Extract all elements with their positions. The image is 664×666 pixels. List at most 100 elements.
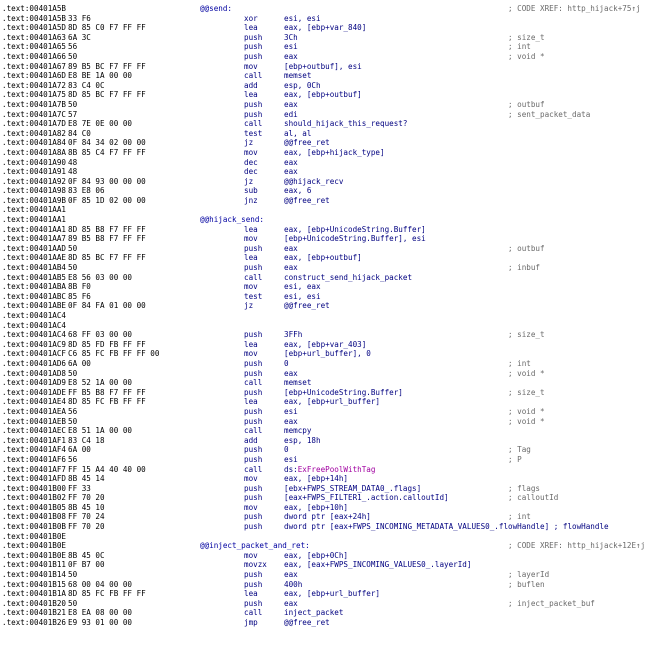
line-operands[interactable]: 3Ch [284, 32, 298, 42]
line-operands[interactable]: eax, [ebp+14h] [284, 474, 349, 484]
line-operands[interactable]: esi, esi [284, 13, 321, 23]
line-operands[interactable]: memset [284, 71, 312, 81]
line-operands[interactable]: memset [284, 378, 312, 388]
line-operands[interactable]: eax, [ebp+url_buffer] [284, 397, 381, 407]
line-operands[interactable]: eax, [eax+FWPS_INCOMING_VALUES0_.layerId… [284, 560, 472, 570]
line-operands[interactable]: @@hijack_recv [284, 176, 344, 186]
line-operands[interactable]: 400h [284, 579, 303, 589]
line-operands[interactable]: esi [284, 454, 298, 464]
line-operands[interactable]: eax [284, 263, 298, 273]
line-operands[interactable]: 0 [284, 445, 289, 455]
line-operands[interactable]: @@free_ret [284, 138, 330, 148]
line-operands[interactable]: eax, [ebp+var_403] [284, 339, 367, 349]
line-operands[interactable]: @@free_ret [284, 301, 330, 311]
line-operands[interactable]: eax [284, 368, 298, 378]
code-line[interactable]: .text:00401B0E@@inject_packet_and_ret:; … [0, 541, 664, 551]
line-operand-import[interactable]: ExFreePoolWithTag [297, 464, 376, 474]
line-operands[interactable]: [ebp+outbuf], esi [284, 61, 362, 71]
line-operands[interactable]: eax, 6 [284, 186, 312, 196]
line-operands[interactable]: eax, [ebp+outbuf] [284, 90, 362, 100]
line-operands[interactable]: eax [284, 416, 298, 426]
code-line[interactable]: .text:00401AC4 [0, 321, 664, 331]
line-operands[interactable]: eax [284, 243, 298, 253]
line-operands[interactable]: 0 [284, 358, 289, 368]
line-operands[interactable]: dword ptr [eax+FWPS_INCOMING_METADATA_VA… [284, 522, 609, 532]
line-operands[interactable]: eax [284, 51, 298, 61]
line-operands[interactable]: al, al [284, 128, 312, 138]
code-line[interactable]: .text:00401B0E [0, 532, 664, 542]
line-operands[interactable]: eax, [ebp+outbuf] [284, 253, 362, 263]
line-operands[interactable]: [ebp+UnicodeString.Buffer] [284, 387, 403, 397]
line-operands[interactable]: dword ptr [eax+24h] [284, 512, 371, 522]
line-operands[interactable]: esp, 0Ch [284, 80, 321, 90]
line-label[interactable]: @@hijack_send: [200, 215, 265, 225]
line-operands[interactable]: [eax+FWPS_FILTER1_.action.calloutId] [284, 493, 449, 503]
line-operands[interactable]: eax [284, 157, 298, 167]
line-operands[interactable]: memcpy [284, 426, 312, 436]
line-operands[interactable]: eax, [ebp+hijack_type] [284, 147, 385, 157]
line-operands[interactable]: eax, [ebp+0Ch] [284, 550, 349, 560]
code-line[interactable]: .text:00401AA1@@hijack_send: [0, 215, 664, 225]
line-operands[interactable]: eax, [ebp+10h] [284, 502, 349, 512]
line-operands[interactable]: eax, [ebp+UnicodeString.Buffer] [284, 224, 426, 234]
line-operands[interactable]: eax [284, 598, 298, 608]
line-operands[interactable]: eax [284, 167, 298, 177]
line-operands[interactable]: 3FFh [284, 330, 303, 340]
line-operands[interactable]: esi, esi [284, 291, 321, 301]
line-label[interactable]: @@inject_packet_and_ret: [200, 541, 310, 551]
code-line[interactable]: .text:00401AC4 [0, 311, 664, 321]
line-operands[interactable]: ds:ExFreePoolWithTag [284, 464, 376, 474]
code-line[interactable]: .text:00401AA1 [0, 205, 664, 215]
line-operands[interactable]: eax, [ebp+url_buffer] [284, 589, 381, 599]
line-operands[interactable]: esp, 18h [284, 435, 321, 445]
line-operands[interactable]: esi, eax [284, 282, 321, 292]
line-operands[interactable]: esi [284, 42, 298, 52]
